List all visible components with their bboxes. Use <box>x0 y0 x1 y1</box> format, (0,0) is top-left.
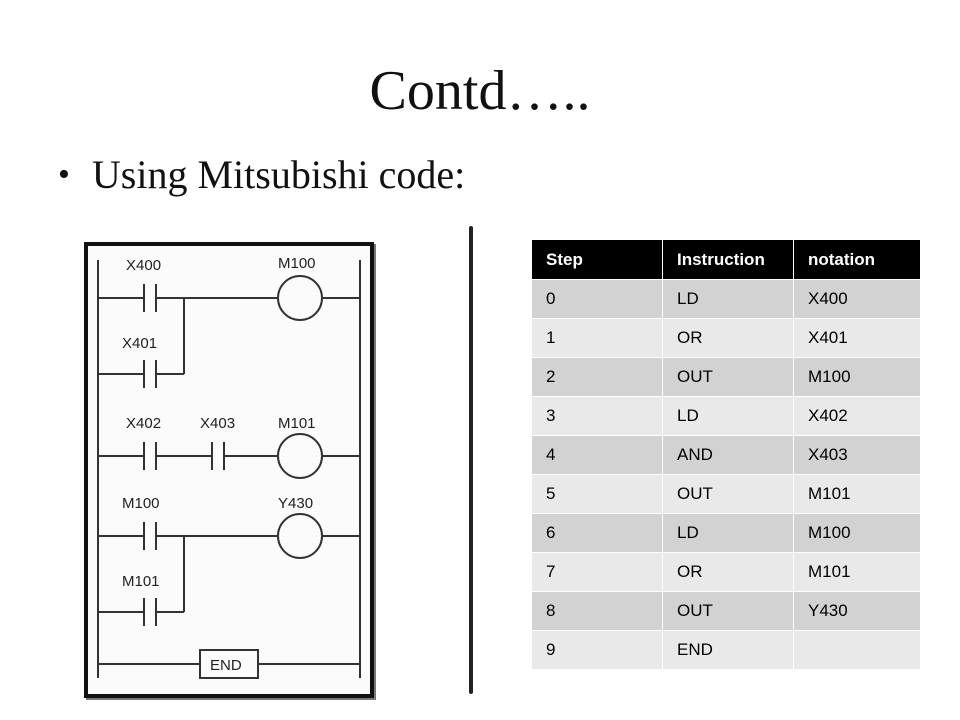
contact-label-m100: M100 <box>122 495 160 512</box>
cell-instruction: OUT <box>662 591 794 631</box>
cell-step: 8 <box>532 591 663 631</box>
table-row: 6 LD M100 <box>532 513 920 553</box>
cell-instruction: LD <box>662 513 794 553</box>
cell-instruction: OUT <box>662 357 794 397</box>
contact-label-x400: X400 <box>126 257 161 274</box>
bullet-item: • Using Mitsubishi code: <box>58 150 465 200</box>
ladder-diagram-drawing: X400 X401 X402 X403 M100 M101 M100 M101 … <box>97 255 361 679</box>
coil-label-m101: M101 <box>278 415 316 432</box>
ladder-diagram: X400 X401 X402 X403 M100 M101 M100 M101 … <box>84 242 374 698</box>
instruction-table: Step Instruction notation 0 LD X400 1 OR… <box>532 240 920 669</box>
bullet-text: Using Mitsubishi code: <box>91 152 466 197</box>
coil-label-m100: M100 <box>278 255 316 272</box>
cell-step: 1 <box>532 318 663 358</box>
contact-label-x402: X402 <box>126 415 161 432</box>
end-label: END <box>210 657 242 674</box>
cell-instruction: OUT <box>662 474 794 514</box>
cell-instruction: END <box>662 630 794 669</box>
table-row: 4 AND X403 <box>532 435 920 475</box>
cell-notation <box>793 630 920 669</box>
cell-instruction: AND <box>662 435 794 475</box>
table-row: 9 END <box>532 630 920 669</box>
cell-step: 0 <box>532 279 663 319</box>
cell-step: 6 <box>532 513 663 553</box>
cell-step: 2 <box>532 357 663 397</box>
table-row: 2 OUT M100 <box>532 357 920 397</box>
table-row: 7 OR M101 <box>532 552 920 592</box>
header-step: Step <box>532 240 663 280</box>
cell-notation: M101 <box>793 552 920 592</box>
cell-notation: X400 <box>793 279 920 319</box>
cell-notation: M100 <box>793 357 920 397</box>
cell-step: 5 <box>532 474 663 514</box>
table-row: 8 OUT Y430 <box>532 591 920 631</box>
header-instruction: Instruction <box>662 240 794 280</box>
cell-notation: X401 <box>793 318 920 358</box>
vertical-divider <box>469 226 473 694</box>
contact-label-x401: X401 <box>122 335 157 352</box>
contact-label-x403: X403 <box>200 415 235 432</box>
slide-title: Contd….. <box>369 60 591 122</box>
table-row: 1 OR X401 <box>532 318 920 358</box>
cell-instruction: LD <box>662 396 794 436</box>
contact-label-m101: M101 <box>122 573 160 590</box>
cell-step: 9 <box>532 630 663 669</box>
cell-notation: X403 <box>793 435 920 475</box>
table-row: 5 OUT M101 <box>532 474 920 514</box>
bullet-dot-icon: • <box>58 156 70 193</box>
table-row: 3 LD X402 <box>532 396 920 436</box>
cell-notation: M101 <box>793 474 920 514</box>
table-row: 0 LD X400 <box>532 279 920 319</box>
cell-notation: Y430 <box>793 591 920 631</box>
cell-step: 7 <box>532 552 663 592</box>
header-notation: notation <box>793 240 920 280</box>
cell-step: 4 <box>532 435 663 475</box>
cell-instruction: OR <box>662 552 794 592</box>
cell-step: 3 <box>532 396 663 436</box>
cell-notation: X402 <box>793 396 920 436</box>
cell-instruction: LD <box>662 279 794 319</box>
coil-label-y430: Y430 <box>278 495 313 512</box>
cell-instruction: OR <box>662 318 794 358</box>
cell-notation: M100 <box>793 513 920 553</box>
table-header-row: Step Instruction notation <box>532 240 920 280</box>
